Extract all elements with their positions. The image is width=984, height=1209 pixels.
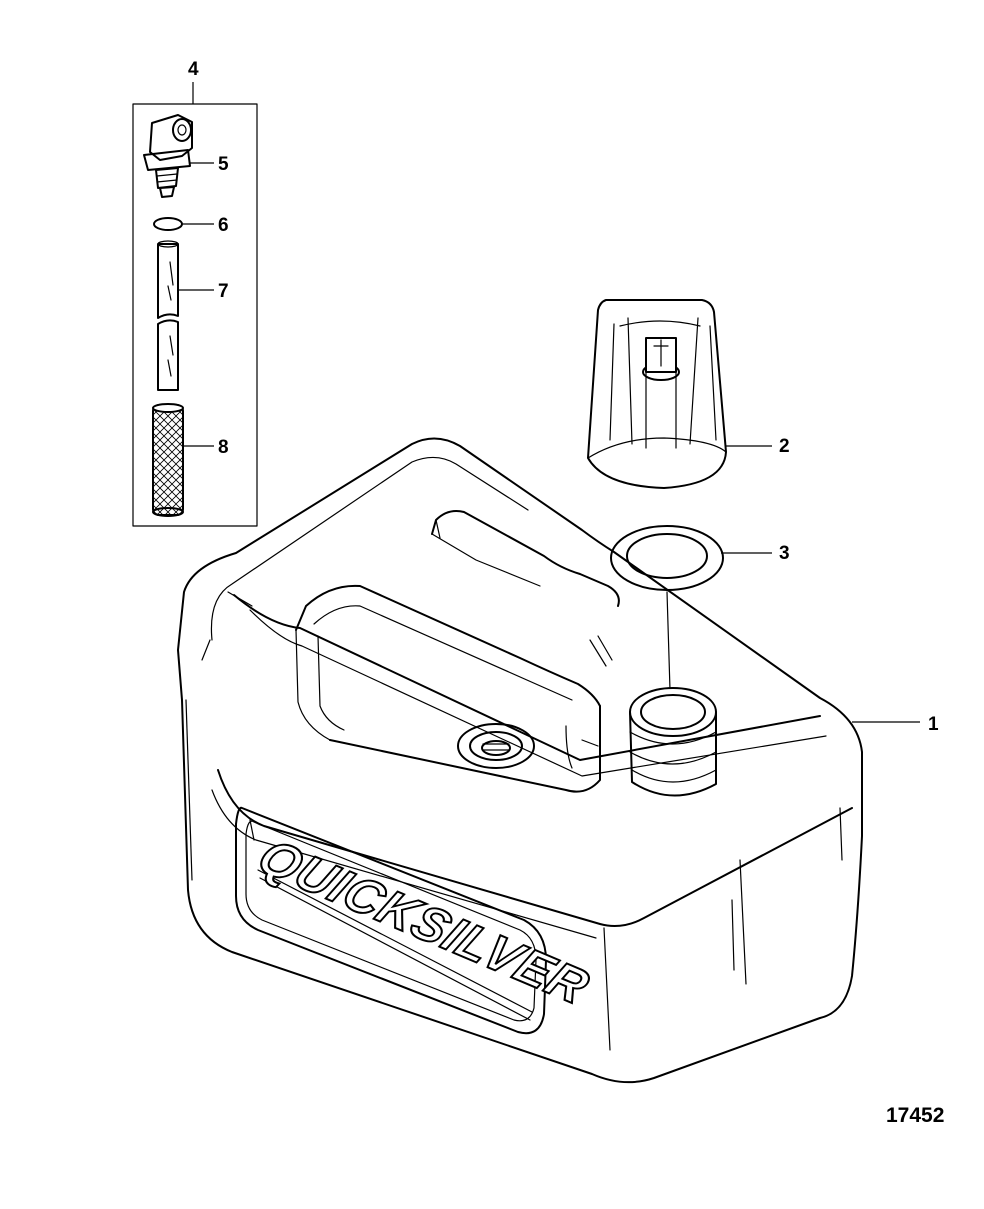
quicksilver-logo: QUICKSILVER xyxy=(248,829,599,1014)
filter-screen xyxy=(152,403,214,517)
pickup-assembly-box xyxy=(132,82,258,527)
callout-4: 4 xyxy=(188,59,199,80)
callout-6: 6 xyxy=(218,215,229,236)
callout-3: 3 xyxy=(779,543,790,564)
o-ring xyxy=(153,217,214,231)
callout-1: 1 xyxy=(928,714,939,735)
figure-number: 17452 xyxy=(886,1104,944,1127)
callout-7: 7 xyxy=(218,281,229,302)
vent-cap xyxy=(587,299,772,489)
callout-2: 2 xyxy=(779,436,790,457)
tank-handle xyxy=(295,510,620,793)
callout-5: 5 xyxy=(218,154,229,175)
callout-8: 8 xyxy=(218,437,229,458)
outlet-neck xyxy=(629,687,717,797)
elbow-fitting xyxy=(143,114,214,198)
fill-neck xyxy=(457,723,535,769)
fuel-tank xyxy=(177,437,920,1084)
logo-panel xyxy=(235,806,547,1035)
pickup-tube xyxy=(157,240,214,391)
